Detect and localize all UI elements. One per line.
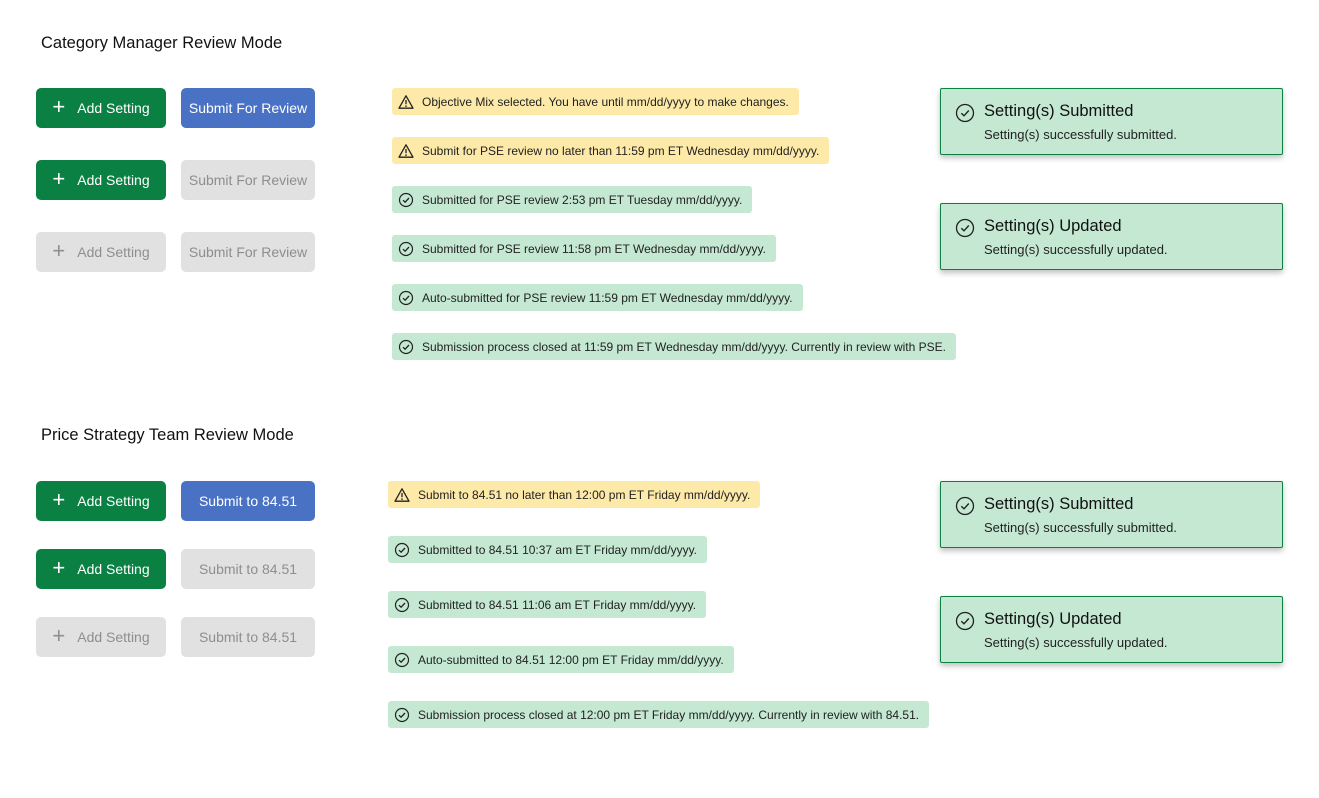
success-banner: Submitted for PSE review 11:58 pm ET Wed… (392, 235, 776, 262)
check-circle-icon (398, 241, 414, 257)
add-setting-label: Add Setting (77, 244, 150, 260)
toast-title: Setting(s) Submitted (984, 495, 1134, 513)
check-circle-icon (398, 192, 414, 208)
banner-text: Submitted for PSE review 11:58 pm ET Wed… (422, 241, 766, 256)
check-circle-icon (955, 496, 975, 516)
check-circle-icon (955, 218, 975, 238)
submit-to-8451-button-disabled: Submit to 84.51 (181, 617, 315, 657)
warning-banner: Submit for PSE review no later than 11:5… (392, 137, 830, 164)
section-title-category-manager: Category Manager Review Mode (41, 34, 283, 52)
toast-message: Setting(s) successfully updated. (984, 242, 1168, 257)
toast-settings-submitted: Setting(s) Submitted Setting(s) successf… (940, 481, 1283, 548)
toast-settings-submitted: Setting(s) Submitted Setting(s) successf… (940, 88, 1283, 155)
add-setting-button[interactable]: + Add Setting (36, 549, 166, 589)
check-circle-icon (955, 103, 975, 123)
banner-text: Objective Mix selected. You have until m… (422, 94, 789, 109)
banner-text: Submission process closed at 11:59 pm ET… (422, 339, 946, 354)
add-setting-button[interactable]: + Add Setting (36, 88, 166, 128)
success-banner: Submission process closed at 11:59 pm ET… (392, 333, 956, 360)
warning-banner: Objective Mix selected. You have until m… (392, 88, 799, 115)
add-setting-button-disabled: + Add Setting (36, 232, 166, 272)
submit-for-review-button-disabled: Submit For Review (181, 160, 315, 200)
banner-text: Submitted to 84.51 10:37 am ET Friday mm… (418, 542, 698, 557)
success-banner: Submitted to 84.51 10:37 am ET Friday mm… (388, 536, 708, 563)
plus-icon: + (52, 166, 66, 191)
submit-to-8451-button-disabled: Submit to 84.51 (181, 549, 315, 589)
check-circle-icon (394, 597, 410, 613)
add-setting-label: Add Setting (77, 172, 150, 188)
submit-for-review-button-disabled: Submit For Review (181, 232, 315, 272)
check-circle-icon (394, 542, 410, 558)
plus-icon: + (52, 555, 66, 580)
toast-message: Setting(s) successfully updated. (984, 635, 1168, 650)
success-banner: Auto-submitted to 84.51 12:00 pm ET Frid… (388, 646, 734, 673)
success-banner: Submitted to 84.51 11:06 am ET Friday mm… (388, 591, 707, 618)
toast-title: Setting(s) Updated (984, 217, 1122, 235)
plus-icon: + (52, 94, 66, 119)
toast-title: Setting(s) Submitted (984, 102, 1134, 120)
banner-text: Auto-submitted to 84.51 12:00 pm ET Frid… (418, 652, 724, 667)
add-setting-button-disabled: + Add Setting (36, 617, 166, 657)
add-setting-label: Add Setting (77, 100, 150, 116)
add-setting-label: Add Setting (77, 629, 150, 645)
warning-banner: Submit to 84.51 no later than 12:00 pm E… (388, 481, 761, 508)
banner-text: Submit to 84.51 no later than 12:00 pm E… (418, 487, 751, 502)
add-setting-button[interactable]: + Add Setting (36, 160, 166, 200)
success-banner: Submitted for PSE review 2:53 pm ET Tues… (392, 186, 753, 213)
check-circle-icon (398, 339, 414, 355)
warning-triangle-icon (394, 487, 410, 503)
submit-for-review-button[interactable]: Submit For Review (181, 88, 315, 128)
banner-text: Auto-submitted for PSE review 11:59 pm E… (422, 290, 793, 305)
add-setting-label: Add Setting (77, 493, 150, 509)
section-title-price-strategy-team: Price Strategy Team Review Mode (41, 426, 294, 444)
toast-settings-updated: Setting(s) Updated Setting(s) successful… (940, 203, 1283, 270)
add-setting-label: Add Setting (77, 561, 150, 577)
toast-title: Setting(s) Updated (984, 610, 1122, 628)
success-banner: Submission process closed at 12:00 pm ET… (388, 701, 930, 728)
check-circle-icon (394, 652, 410, 668)
banner-text: Submission process closed at 12:00 pm ET… (418, 707, 920, 722)
add-setting-button[interactable]: + Add Setting (36, 481, 166, 521)
banner-text: Submitted for PSE review 2:53 pm ET Tues… (422, 192, 743, 207)
plus-icon: + (52, 238, 66, 263)
warning-triangle-icon (398, 143, 414, 159)
check-circle-icon (394, 707, 410, 723)
toast-message: Setting(s) successfully submitted. (984, 520, 1177, 535)
plus-icon: + (52, 623, 66, 648)
toast-message: Setting(s) successfully submitted. (984, 127, 1177, 142)
submit-to-8451-button[interactable]: Submit to 84.51 (181, 481, 315, 521)
warning-triangle-icon (398, 94, 414, 110)
check-circle-icon (398, 290, 414, 306)
plus-icon: + (52, 487, 66, 512)
banner-text: Submit for PSE review no later than 11:5… (422, 143, 820, 158)
check-circle-icon (955, 611, 975, 631)
toast-settings-updated: Setting(s) Updated Setting(s) successful… (940, 596, 1283, 663)
success-banner: Auto-submitted for PSE review 11:59 pm E… (392, 284, 803, 311)
banner-text: Submitted to 84.51 11:06 am ET Friday mm… (418, 597, 697, 612)
